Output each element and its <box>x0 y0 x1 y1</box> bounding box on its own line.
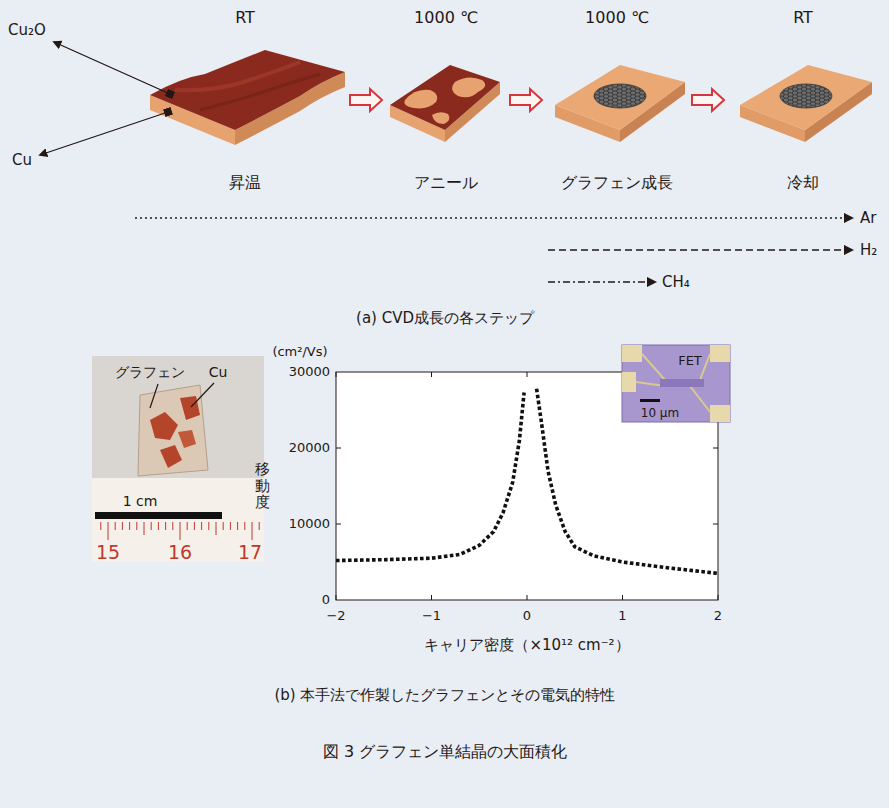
process-stage: 1000 ℃ グラフェン成長 <box>542 8 692 193</box>
process-stage: 1000 ℃ アニール <box>382 8 510 193</box>
tick-label: 10000 <box>289 516 330 532</box>
sample-photo <box>92 356 264 562</box>
axis-title: 移動度 <box>255 461 270 511</box>
growth-foil <box>555 65 685 142</box>
tick-label: 2 <box>714 608 722 624</box>
gas-flow-line <box>548 281 655 283</box>
inset-label: FET <box>678 353 702 369</box>
photo-label: グラフェン <box>115 364 185 381</box>
step-name: 冷却 <box>787 173 819 193</box>
stage-temperature: RT <box>793 8 813 28</box>
process-arrow <box>692 89 724 111</box>
mobility-chart <box>336 372 718 600</box>
leader-line <box>150 384 158 408</box>
tick-label: 30000 <box>289 364 330 380</box>
gas-label: CH₄ <box>662 273 690 291</box>
tick-label: 1 <box>618 608 626 624</box>
ruler-number: 17 <box>238 541 262 564</box>
scale-label: 10 μm <box>641 406 679 420</box>
stage-temperature: RT <box>235 8 255 28</box>
step-name: アニール <box>414 173 478 193</box>
ruler-number: 15 <box>96 541 120 564</box>
fet-inset-photo <box>622 345 730 422</box>
process-stage: RT 冷却 <box>724 8 882 193</box>
leader-line <box>40 112 168 155</box>
process-stage: RT 昇温 <box>140 8 350 193</box>
scale-label: 1 cm <box>123 493 158 510</box>
material-label: Cu₂O <box>8 21 46 39</box>
leader-line <box>191 383 214 407</box>
tick-label: 20000 <box>289 440 330 456</box>
axis-unit: (cm²/Vs) <box>272 344 327 360</box>
figure-caption: 図 3 グラフェン単結晶の大面積化 <box>323 742 567 761</box>
gas-flow-line <box>135 217 852 219</box>
subfigure-caption: (a) CVD成長の各ステップ <box>356 309 534 327</box>
process-arrow <box>510 89 542 111</box>
tick-label: 0 <box>523 608 531 624</box>
axis-title: キャリア密度（×10¹² cm⁻²） <box>424 636 629 654</box>
stage-temperature: 1000 ℃ <box>585 8 649 28</box>
tick-label: 0 <box>322 592 330 608</box>
stage-temperature: 1000 ℃ <box>414 8 478 28</box>
tick-label: −2 <box>326 608 345 624</box>
process-arrow <box>350 89 382 111</box>
leader-line <box>54 42 170 94</box>
oxidized-copper-foil <box>150 50 345 145</box>
gas-flow-line <box>548 249 852 251</box>
gas-label: Ar <box>860 209 876 227</box>
material-label: Cu <box>12 151 32 169</box>
ruler-number: 16 <box>168 541 192 564</box>
annealing-foil <box>390 65 500 142</box>
step-name: グラフェン成長 <box>561 173 673 193</box>
cooled-foil <box>740 65 872 142</box>
tick-label: −1 <box>422 608 441 624</box>
photo-label: Cu <box>209 364 228 381</box>
gas-label: H₂ <box>860 241 877 259</box>
step-name: 昇温 <box>229 173 261 193</box>
subfigure-caption: (b) 本手法で作製したグラフェンとその電気的特性 <box>275 686 616 704</box>
